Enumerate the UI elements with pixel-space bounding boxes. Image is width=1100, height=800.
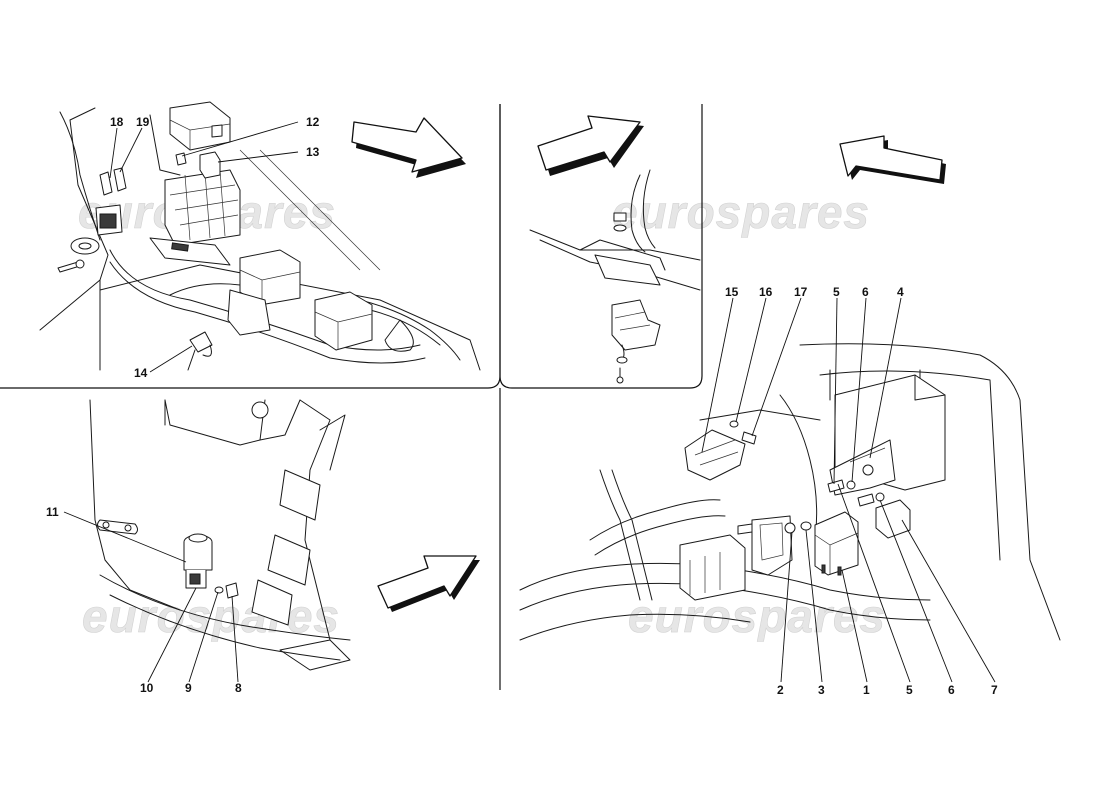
callout-7: 7: [991, 683, 998, 697]
callout-11: 11: [46, 505, 59, 519]
callout-17: 17: [794, 285, 808, 299]
direction-arrow: [351, 117, 466, 178]
callout-5-bottom: 5: [906, 683, 913, 697]
direction-arrow: [839, 135, 946, 184]
callout-6-top: 6: [862, 285, 869, 299]
callout-18: 18: [110, 115, 124, 129]
callout-2: 2: [777, 683, 784, 697]
callout-6-bottom: 6: [948, 683, 955, 697]
direction-arrow: [537, 115, 644, 176]
callout-4: 4: [897, 285, 904, 299]
callout-3: 3: [818, 683, 825, 697]
relay-assembly: [519, 343, 1061, 641]
callout-9: 9: [185, 681, 192, 695]
leader-lines: [63, 121, 996, 683]
callout-13: 13: [306, 145, 320, 159]
relay-box-assembly: [39, 101, 481, 371]
panel-frames: [0, 104, 703, 690]
watermark-top-right: eurospares: [612, 186, 870, 238]
direction-arrows: [351, 115, 946, 612]
callout-10: 10: [140, 681, 154, 695]
inset-panel-border: [499, 104, 703, 389]
callout-12: 12: [306, 115, 320, 129]
callout-8: 8: [235, 681, 242, 695]
callout-15: 15: [725, 285, 739, 299]
watermark-bottom-right: eurospares: [628, 590, 886, 642]
grommet-assembly: [529, 169, 701, 384]
direction-arrow: [377, 555, 480, 612]
callout-1: 1: [863, 683, 870, 697]
callouts: 18 19 12 13 14 11 10 9 8 15 16 17 5 6 4 …: [46, 115, 998, 697]
callout-16: 16: [759, 285, 773, 299]
inertia-switch-assembly: [89, 399, 351, 671]
callout-5-top: 5: [833, 285, 840, 299]
callout-19: 19: [136, 115, 150, 129]
callout-14: 14: [134, 366, 148, 380]
